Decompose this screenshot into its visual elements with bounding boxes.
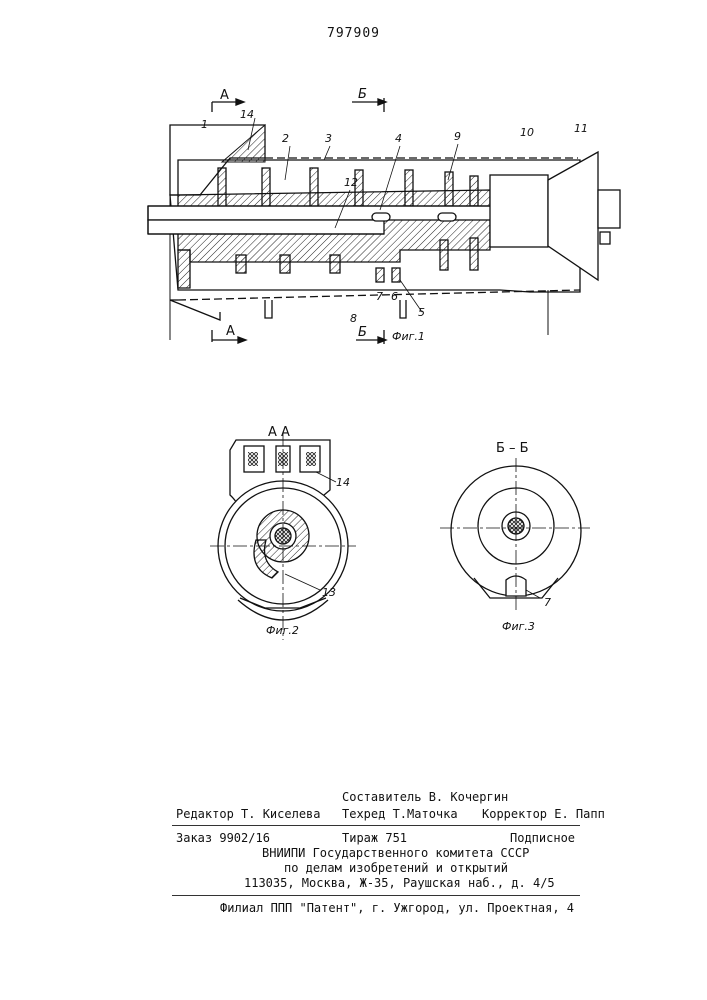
callout-12: 12	[344, 176, 358, 189]
imprint-compiler: Составитель В. Кочергин	[342, 790, 508, 804]
imprint-org-1: ВНИИПИ Государственного комитета СССР	[262, 846, 529, 860]
cone	[548, 152, 598, 280]
figure-1	[148, 98, 620, 344]
imprint-rule-2	[172, 895, 580, 896]
fig3-title: Б – Б	[496, 441, 529, 456]
imprint-address: 113035, Москва, Ж-35, Раушская наб., д. …	[244, 876, 555, 890]
fig2-caption: Фиг.2	[266, 624, 299, 637]
figure-3	[440, 458, 590, 612]
fig3-caption: Фиг.3	[502, 620, 535, 633]
callout-13: 13	[322, 586, 336, 599]
callout-2: 2	[282, 132, 289, 145]
imprint-org-2: по делам изобретений и открытий	[284, 861, 508, 875]
callout-4: 4	[395, 132, 402, 145]
callout-3: 3	[325, 132, 332, 145]
imprint-subscription: Подписное	[510, 831, 575, 845]
callout-7-fig3: 7	[544, 596, 551, 609]
die-head	[490, 175, 548, 247]
callout-14: 14	[240, 108, 254, 121]
callout-9: 9	[454, 130, 461, 143]
callout-11: 11	[574, 122, 588, 135]
callout-1: 1	[201, 118, 208, 131]
section-b-label-top: Б	[358, 87, 367, 102]
callout-7: 7	[376, 290, 383, 303]
imprint-rule-1	[172, 825, 580, 826]
imprint-corrector: Корректор Е. Папп	[482, 807, 605, 821]
figure-2	[210, 432, 356, 640]
imprint-editor: Редактор Т. Киселева	[176, 807, 321, 821]
imprint-order: Заказ 9902/16	[176, 831, 270, 845]
section-a-label-top: А	[220, 88, 229, 103]
section-a-label-bottom: А	[226, 324, 235, 339]
callout-14-fig2: 14	[336, 476, 350, 489]
fig2-title: А А	[268, 425, 290, 440]
imprint-circulation: Тираж 751	[342, 831, 407, 845]
callout-6: 6	[391, 290, 398, 303]
imprint-branch: Филиал ППП "Патент", г. Ужгород, ул. Про…	[220, 901, 574, 915]
section-b-label-bottom: Б	[358, 325, 367, 340]
callout-8: 8	[350, 312, 357, 325]
fig1-caption: Фиг.1	[392, 330, 425, 343]
callout-10: 10	[520, 126, 534, 139]
imprint-techred: Техред Т.Маточка	[342, 807, 458, 821]
